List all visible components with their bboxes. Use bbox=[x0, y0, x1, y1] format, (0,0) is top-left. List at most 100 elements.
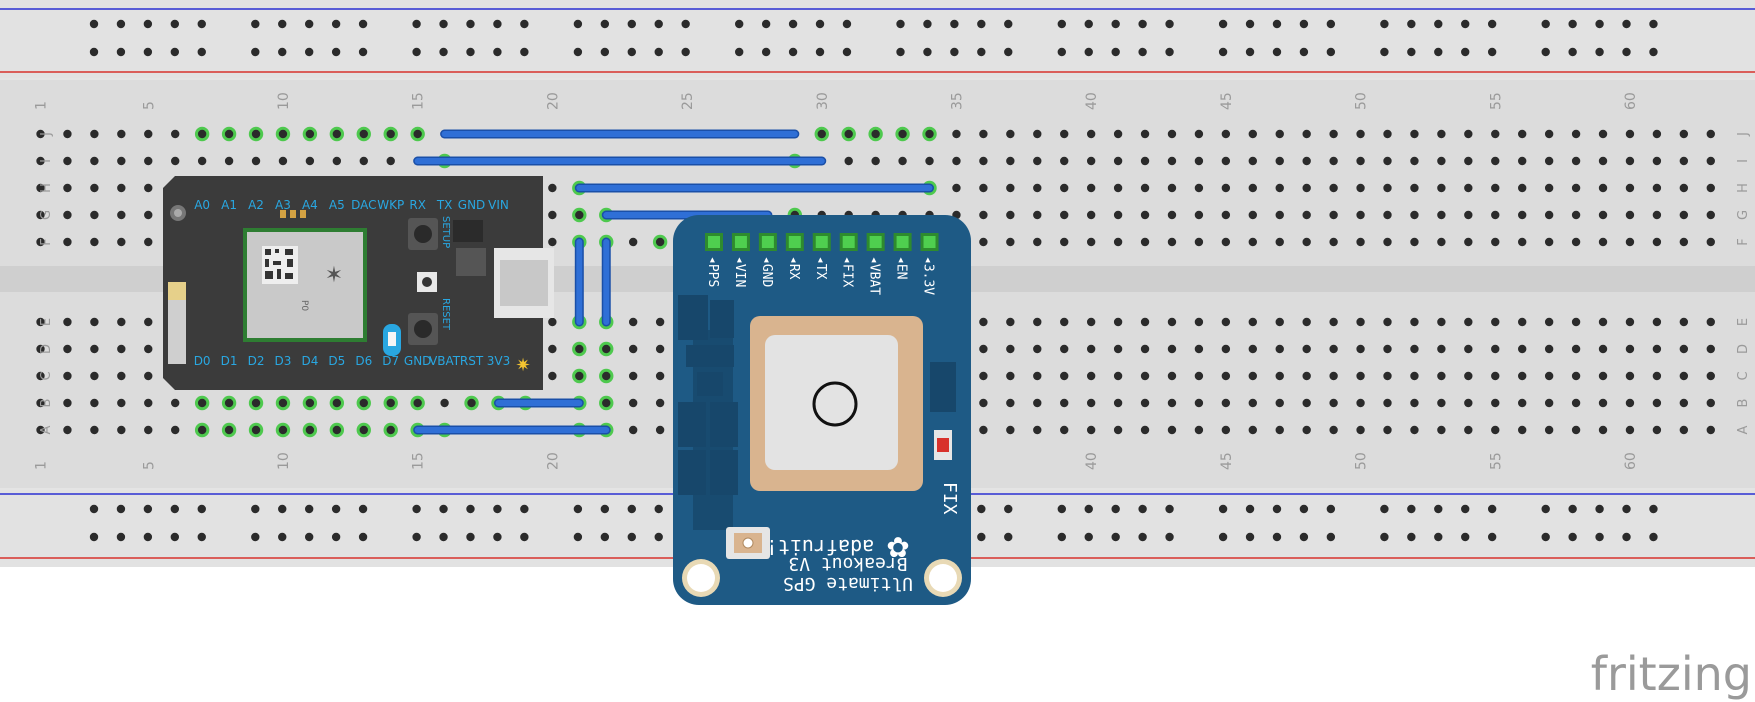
breadboard-hole bbox=[1248, 237, 1258, 247]
rail-hole bbox=[1218, 504, 1228, 514]
breadboard-hole bbox=[1652, 425, 1662, 435]
breadboard-hole bbox=[359, 398, 368, 408]
breadboard-hole bbox=[1625, 398, 1635, 408]
breadboard-hole bbox=[1706, 344, 1715, 354]
breadboard-hole bbox=[1437, 183, 1446, 193]
breadboard-hole bbox=[1652, 237, 1662, 247]
row-letter: B bbox=[39, 399, 54, 408]
breadboard-hole bbox=[1033, 371, 1042, 381]
rail-hole bbox=[439, 504, 448, 514]
rail-hole bbox=[1057, 19, 1067, 29]
breadboard-hole bbox=[1006, 317, 1015, 327]
breadboard-hole bbox=[1679, 183, 1689, 193]
breadboard-hole bbox=[979, 344, 988, 354]
breadboard-hole bbox=[1544, 129, 1554, 139]
breadboard-hole bbox=[1113, 398, 1123, 408]
breadboard-hole bbox=[278, 425, 288, 435]
breadboard-hole bbox=[1679, 371, 1689, 381]
breadboard-hole bbox=[1544, 210, 1554, 220]
rail-hole bbox=[1434, 532, 1443, 542]
breadboard-hole bbox=[1033, 237, 1042, 247]
rail-hole bbox=[1622, 47, 1631, 57]
breadboard-hole bbox=[90, 425, 99, 435]
breadboard-hole bbox=[548, 344, 557, 354]
breadboard-hole bbox=[1140, 210, 1150, 220]
rail-hole bbox=[331, 47, 341, 57]
breadboard-hole bbox=[1571, 210, 1581, 220]
breadboard-hole bbox=[1383, 425, 1392, 435]
rail-hole bbox=[977, 47, 986, 57]
breadboard-hole bbox=[63, 237, 72, 247]
column-number: 10 bbox=[276, 92, 292, 110]
rail-hole bbox=[627, 532, 636, 542]
rail-hole bbox=[304, 47, 314, 57]
breadboard-hole bbox=[117, 425, 126, 435]
breadboard-hole bbox=[1167, 317, 1177, 327]
breadboard-hole bbox=[1544, 344, 1554, 354]
breadboard-hole bbox=[144, 344, 153, 354]
rail-hole bbox=[1299, 19, 1309, 29]
breadboard-hole bbox=[1006, 156, 1015, 166]
breadboard-hole bbox=[1140, 398, 1150, 408]
breadboard-hole bbox=[1113, 344, 1123, 354]
breadboard-hole bbox=[952, 156, 961, 166]
breadboard-hole bbox=[1544, 237, 1554, 247]
breadboard-hole bbox=[979, 129, 988, 139]
gps-pin-label: ◂GND bbox=[759, 256, 774, 287]
rail-hole bbox=[358, 504, 368, 514]
rail-hole bbox=[116, 532, 126, 542]
rail-hole bbox=[493, 532, 502, 542]
breadboard-hole bbox=[1302, 344, 1311, 354]
photon-pin-label: A4 bbox=[302, 198, 318, 212]
breadboard-hole bbox=[1302, 237, 1311, 247]
breadboard-hole bbox=[1221, 210, 1231, 220]
breadboard-hole bbox=[1356, 344, 1365, 354]
breadboard-hole bbox=[1329, 156, 1338, 166]
breadboard-hole bbox=[1086, 237, 1096, 247]
breadboard-hole bbox=[171, 129, 180, 139]
breadboard-hole bbox=[90, 210, 99, 220]
breadboard-hole bbox=[1410, 425, 1419, 435]
breadboard-hole bbox=[1706, 237, 1715, 247]
rail-hole bbox=[1649, 504, 1658, 514]
photon-pin-label: A5 bbox=[329, 198, 345, 212]
breadboard-hole bbox=[1491, 317, 1500, 327]
rail-hole bbox=[170, 47, 180, 57]
breadboard-hole bbox=[1006, 371, 1015, 381]
rail-hole bbox=[1595, 19, 1604, 29]
column-number: 40 bbox=[1084, 92, 1100, 110]
breadboard-hole bbox=[1383, 183, 1392, 193]
breadboard-hole bbox=[1167, 183, 1177, 193]
breadboard-hole bbox=[1652, 156, 1662, 166]
breadboard-hole bbox=[898, 129, 907, 139]
breadboard-hole bbox=[1383, 129, 1392, 139]
breadboard-hole bbox=[1571, 371, 1581, 381]
photon-pin-label: RST bbox=[460, 354, 484, 368]
rail-hole bbox=[681, 19, 690, 29]
breadboard-hole bbox=[1437, 398, 1446, 408]
breadboard-hole bbox=[1329, 210, 1338, 220]
rail-hole bbox=[600, 19, 610, 29]
breadboard-hole bbox=[36, 237, 45, 247]
breadboard-hole bbox=[278, 129, 288, 139]
rail-hole bbox=[493, 19, 502, 29]
breadboard-hole bbox=[90, 129, 99, 139]
rail-hole bbox=[654, 47, 663, 57]
breadboard-hole bbox=[1248, 371, 1258, 381]
breadboard-hole bbox=[1356, 183, 1365, 193]
gps-breakout[interactable]: ✿ adafruit! Ultimate GPS Breakout V3 FIX… bbox=[673, 215, 971, 605]
breadboard-hole bbox=[1679, 317, 1689, 327]
breadboard-hole bbox=[1356, 398, 1365, 408]
rail-hole bbox=[600, 504, 610, 514]
rail-hole bbox=[1326, 532, 1336, 542]
rail-hole bbox=[1568, 532, 1577, 542]
breadboard-hole bbox=[36, 344, 45, 354]
column-number: 55 bbox=[1488, 92, 1504, 110]
jumper-wires[interactable] bbox=[413, 129, 935, 435]
breadboard-hole bbox=[1086, 344, 1096, 354]
rail-hole bbox=[1649, 19, 1658, 29]
rail-hole bbox=[143, 47, 153, 57]
breadboard-hole bbox=[1652, 371, 1662, 381]
column-number: 1 bbox=[34, 101, 50, 110]
